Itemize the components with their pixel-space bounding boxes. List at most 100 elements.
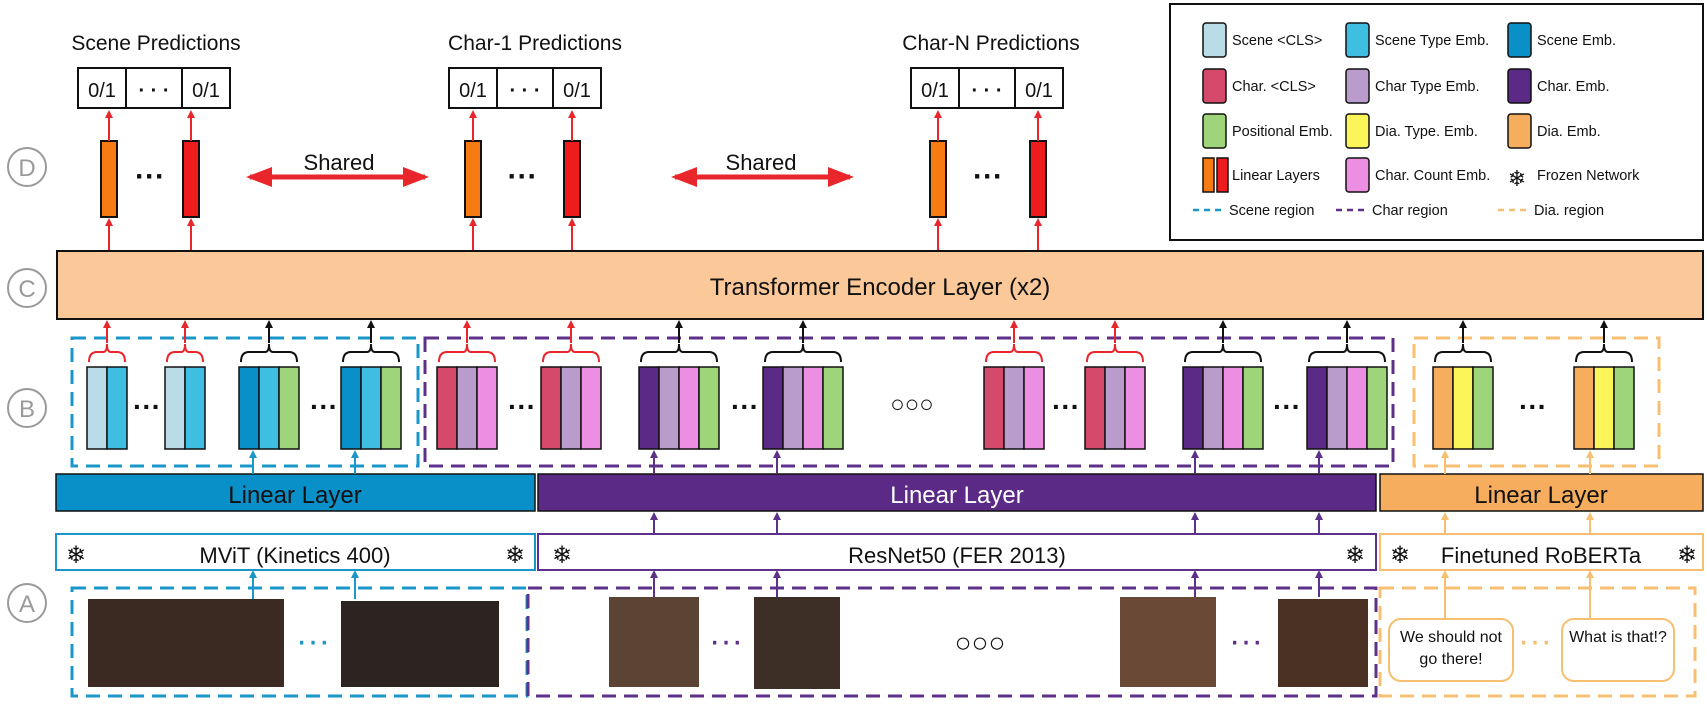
char1-pred-cell-text: 0/1 [563, 80, 591, 102]
legend-swatch [1507, 68, 1532, 104]
legend-label: Scene Emb. [1537, 33, 1616, 49]
scene-frames-ellipsis: ··· [296, 622, 330, 660]
token-positional [698, 366, 720, 450]
linear-layer-bar [1029, 140, 1047, 218]
scene-linear-layer [55, 473, 536, 512]
dia-linear-layer-label: Linear Layer [1474, 482, 1607, 509]
dia-linear-layer [1379, 473, 1704, 512]
scene-pred-cell-text: 0/1 [88, 80, 116, 102]
tokens-ellipsis: ··· [508, 391, 536, 422]
scene-region-box [70, 336, 420, 468]
legend-label: Char. Count Emb. [1375, 168, 1490, 184]
stage-label-circle [7, 388, 47, 428]
legend-swatch [1507, 22, 1532, 58]
legend-swatch [1345, 113, 1370, 149]
token-char-type [782, 366, 804, 450]
bars-ellipsis: ··· [135, 160, 165, 193]
token-brace [1086, 343, 1144, 363]
charN-predictions-title: Char-N Predictions [902, 32, 1079, 55]
char1-pred-cell-text: 0/1 [459, 80, 487, 102]
shared-arrow-2: Shared [671, 150, 854, 187]
char-face-image-3 [1120, 597, 1216, 687]
legend-region-label: Scene region [1229, 203, 1314, 219]
token-scene-type [258, 366, 280, 450]
legend-label: Char Type Emb. [1375, 79, 1480, 95]
stage-label-C: C [18, 276, 35, 303]
stage-label-D: D [18, 155, 35, 182]
token-char-cls [983, 366, 1005, 450]
legend-label: Char. <CLS> [1232, 79, 1316, 95]
char-face-image-1 [609, 597, 699, 687]
token-char-emb [638, 366, 660, 450]
snowflake-icon: ❄ [66, 542, 86, 569]
token-char-type [658, 366, 680, 450]
char-face-image-2 [754, 597, 840, 689]
scene-pred-cell [181, 67, 231, 109]
token-brace [240, 343, 298, 363]
dia-input-region [1378, 586, 1697, 698]
linear-layer-bar [563, 140, 581, 218]
token-positional [1613, 366, 1635, 450]
token-positional [1366, 366, 1388, 450]
token-char-emb [762, 366, 784, 450]
legend-label: Scene Type Emb. [1375, 33, 1489, 49]
char-region-box [423, 336, 1395, 468]
legend-swatch [1216, 157, 1229, 193]
token-scene-emb [340, 366, 362, 450]
legend-swatch [1202, 68, 1227, 104]
legend-label: Dia. Type. Emb. [1375, 124, 1478, 140]
token-char-cls [436, 366, 458, 450]
scene-frame-image-1 [88, 599, 284, 687]
legend-swatch [1345, 22, 1370, 58]
token-char-count [1346, 366, 1368, 450]
scene-backbone-box [55, 533, 536, 571]
char-face-image-4 [1278, 599, 1368, 687]
tokens-ellipsis: ··· [133, 391, 161, 422]
char-backbone-box [537, 533, 1377, 571]
token-brace [1575, 343, 1633, 363]
scene-pred-cell-text: 0/1 [192, 80, 220, 102]
token-char-emb [1306, 366, 1328, 450]
dia-backbone-label: Finetuned RoBERTa [1441, 543, 1642, 568]
legend-swatch [1345, 68, 1370, 104]
scene-pred-cell [77, 67, 127, 109]
char1-pred-cell-text: · · · [509, 80, 540, 102]
tokens-ellipsis: ··· [1519, 391, 1547, 422]
token-brace [88, 343, 126, 363]
token-dia-type [1452, 366, 1474, 450]
token-char-type [1003, 366, 1025, 450]
token-dia-emb [1573, 366, 1595, 450]
token-char-count [1222, 366, 1244, 450]
legend-label: Positional Emb. [1232, 124, 1333, 140]
token-char-count [678, 366, 700, 450]
stage-label-A: A [19, 591, 35, 618]
tokens-big-ellipsis: ○○○ [890, 391, 934, 418]
char-faces-big-ellipsis: ○○○ [955, 627, 1006, 658]
scene-frame-image-2 [341, 601, 499, 687]
legend-swatch [1345, 157, 1370, 193]
scene-linear-layer-label: Linear Layer [228, 482, 361, 509]
char-input-region [526, 586, 1378, 698]
token-positional [278, 366, 300, 450]
token-scene-type [106, 366, 128, 450]
dialogue-bubble-1 [1388, 618, 1514, 682]
token-char-emb [1182, 366, 1204, 450]
snowflake-icon: ❄ [505, 542, 525, 569]
token-brace [438, 343, 496, 363]
dia-region-box [1412, 336, 1661, 468]
snowflake-icon: ❄ [1390, 542, 1410, 569]
token-char-count [1023, 366, 1045, 450]
legend-swatch [1202, 157, 1215, 193]
snowflake-icon: ❄ [1508, 167, 1526, 192]
token-char-type [560, 366, 582, 450]
dia-backbone-box [1379, 533, 1704, 571]
token-char-count [476, 366, 498, 450]
shared-label-1: Shared [304, 150, 375, 175]
bars-ellipsis: ··· [973, 160, 1003, 193]
stage-label-B: B [19, 396, 35, 423]
legend-box [1169, 3, 1704, 241]
char-faces-ellipsis-1: ··· [709, 622, 743, 660]
shared-arrow-1: Shared [246, 150, 429, 187]
scene-predictions-title: Scene Predictions [71, 32, 240, 55]
